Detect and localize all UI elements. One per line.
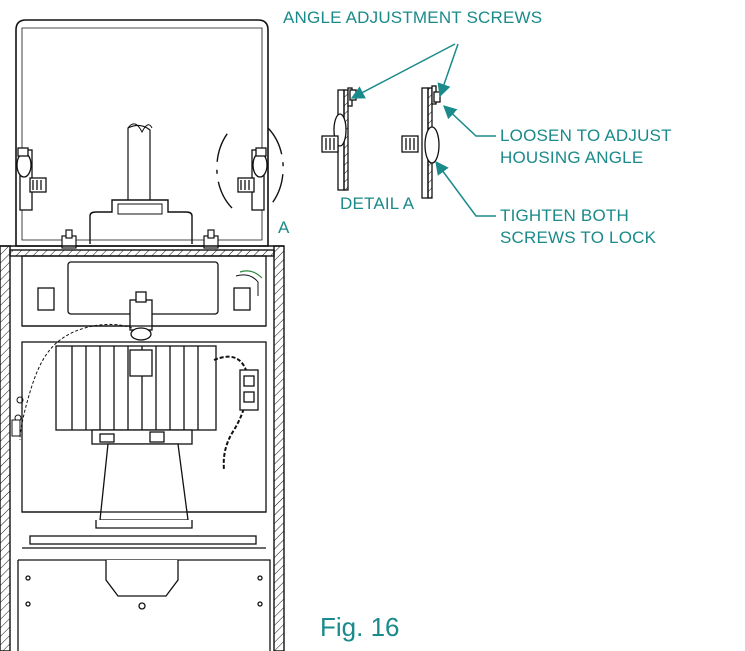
detail-circle bbox=[216, 127, 284, 209]
leader-loosen bbox=[443, 105, 496, 137]
loosen-label-line2: HOUSING ANGLE bbox=[500, 148, 644, 167]
detail-a-left-view bbox=[321, 87, 357, 191]
right-hinge bbox=[237, 147, 268, 211]
tighten-label-line1: TIGHTEN BOTH bbox=[500, 206, 629, 225]
tilted-housing bbox=[15, 19, 269, 247]
mount-bolts bbox=[61, 229, 219, 249]
cabinet-walls bbox=[0, 245, 285, 651]
bottom-bracket bbox=[17, 559, 271, 651]
leader-angle-screw-left bbox=[350, 43, 456, 99]
upper-chamber bbox=[21, 255, 267, 341]
left-hinge bbox=[16, 147, 47, 211]
main-unit-drawing bbox=[0, 19, 285, 651]
detail-a-caption: DETAIL A bbox=[340, 194, 415, 213]
detail-marker-a: A bbox=[278, 218, 290, 237]
lower-chamber bbox=[21, 341, 267, 529]
lens-plate bbox=[22, 511, 266, 549]
detail-a-right-view bbox=[401, 85, 441, 199]
angle-adjustment-screws-label: ANGLE ADJUSTMENT SCREWS bbox=[283, 8, 543, 27]
bead-chain bbox=[11, 323, 133, 441]
leader-tighten bbox=[435, 160, 496, 217]
loosen-label-line1: LOOSEN TO ADJUST bbox=[500, 126, 672, 145]
leader-angle-screw-right bbox=[437, 43, 459, 98]
figure-caption: Fig. 16 bbox=[320, 612, 400, 642]
tighten-label-line2: SCREWS TO LOCK bbox=[500, 228, 657, 247]
leader-lines bbox=[350, 43, 496, 217]
